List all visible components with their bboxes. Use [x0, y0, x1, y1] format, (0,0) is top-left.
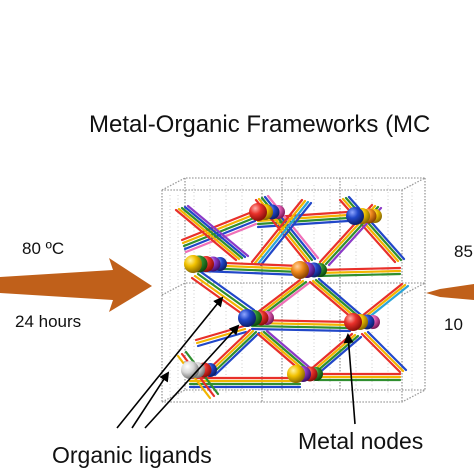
metal-node — [287, 365, 323, 383]
metal-nodes — [181, 203, 382, 383]
metal-node — [249, 203, 285, 221]
organic-ligands-label: Organic ligands — [52, 442, 212, 468]
callout-arrows — [116, 296, 356, 429]
metal-node — [238, 309, 274, 327]
right-process-arrow — [426, 284, 474, 300]
left-temperature-label: 80 ºC — [22, 239, 65, 258]
figure-title: Metal-Organic Frameworks (MC — [89, 111, 431, 138]
left-duration-label: 24 hours — [15, 312, 82, 331]
left-process-arrow — [0, 258, 152, 312]
framework-cage — [161, 177, 426, 403]
metal-node — [346, 207, 382, 225]
metal-node — [181, 361, 217, 379]
metal-node — [291, 261, 327, 279]
metal-node — [184, 255, 227, 273]
right-duration-label: 10 — [444, 315, 463, 334]
metal-nodes-label: Metal nodes — [298, 428, 424, 454]
right-temperature-label: 85 — [454, 242, 473, 261]
metal-node — [344, 313, 380, 331]
